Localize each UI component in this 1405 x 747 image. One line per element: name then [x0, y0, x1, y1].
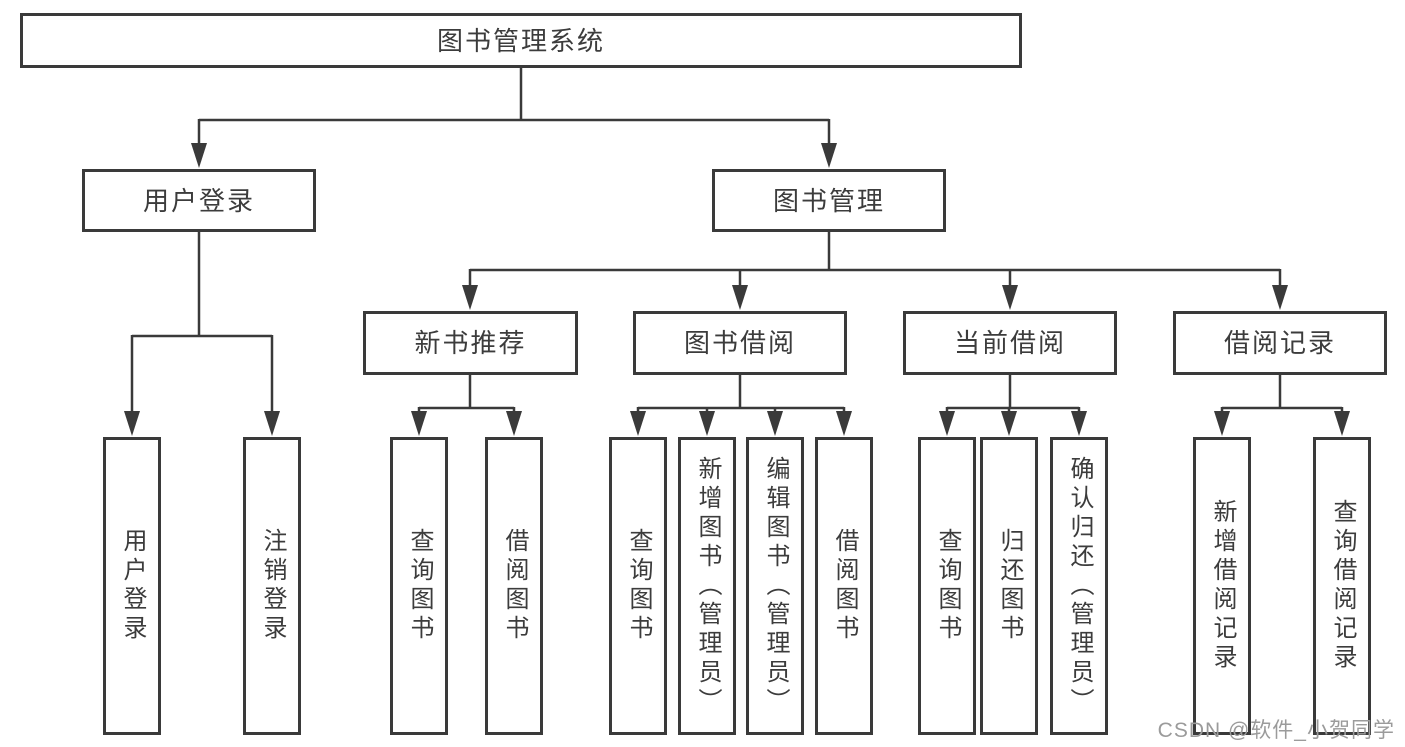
node-book-management: 图书管理 — [712, 169, 946, 232]
arrowheads — [124, 143, 1350, 436]
leaf-query-books-current: 查询图书 — [918, 437, 976, 735]
node-current-borrowing-label: 当前借阅 — [953, 328, 1066, 358]
node-current-borrowing: 当前借阅 — [903, 311, 1117, 375]
leaf-logout: 注销登录 — [243, 437, 301, 735]
leaf-return-books: 归还图书 — [980, 437, 1038, 735]
node-book-management-label: 图书管理 — [772, 185, 885, 216]
leaf-add-borrow-record-label: 新增借阅记录 — [1209, 499, 1236, 673]
leaf-add-books-admin: 新增图书（管理员） — [678, 437, 736, 735]
leaf-borrow-books: 借阅图书 — [815, 437, 873, 735]
node-book-borrowing: 图书借阅 — [633, 311, 847, 375]
leaf-borrow-books-label: 借阅图书 — [831, 528, 858, 644]
leaf-query-borrow-record-label: 查询借阅记录 — [1329, 499, 1356, 673]
leaf-add-books-admin-label: 新增图书（管理员） — [694, 455, 721, 717]
node-new-book-recommend-label: 新书推荐 — [414, 328, 527, 358]
leaf-borrow-books-recommend: 借阅图书 — [485, 437, 543, 735]
node-user-login: 用户登录 — [82, 169, 316, 232]
leaf-user-login-label: 用户登录 — [119, 528, 146, 644]
leaf-user-login: 用户登录 — [103, 437, 161, 735]
leaf-borrow-books-recommend-label: 借阅图书 — [501, 528, 528, 644]
leaf-edit-books-admin-label: 编辑图书（管理员） — [762, 455, 789, 717]
node-book-borrowing-label: 图书借阅 — [683, 328, 796, 358]
leaf-return-books-label: 归还图书 — [996, 528, 1023, 644]
node-library-system-label: 图书管理系统 — [436, 25, 605, 56]
node-borrowing-records-label: 借阅记录 — [1223, 328, 1336, 358]
node-borrowing-records: 借阅记录 — [1173, 311, 1387, 375]
leaf-query-books-borrowing: 查询图书 — [609, 437, 667, 735]
csdn-watermark: CSDN @软件_小贺同学 — [1157, 719, 1395, 742]
node-user-login-label: 用户登录 — [142, 185, 255, 216]
node-new-book-recommend: 新书推荐 — [363, 311, 578, 375]
leaf-query-borrow-record: 查询借阅记录 — [1313, 437, 1371, 735]
leaf-confirm-return-admin: 确认归还（管理员） — [1050, 437, 1108, 735]
leaf-query-books-recommend: 查询图书 — [390, 437, 448, 735]
leaf-logout-label: 注销登录 — [259, 528, 286, 644]
node-library-system: 图书管理系统 — [20, 13, 1022, 68]
leaf-add-borrow-record: 新增借阅记录 — [1193, 437, 1251, 735]
leaf-confirm-return-admin-label: 确认归还（管理员） — [1066, 455, 1093, 717]
leaf-query-books-borrowing-label: 查询图书 — [625, 528, 652, 644]
leaf-query-books-recommend-label: 查询图书 — [406, 528, 433, 644]
leaf-edit-books-admin: 编辑图书（管理员） — [746, 437, 804, 735]
leaf-query-books-current-label: 查询图书 — [934, 528, 961, 644]
